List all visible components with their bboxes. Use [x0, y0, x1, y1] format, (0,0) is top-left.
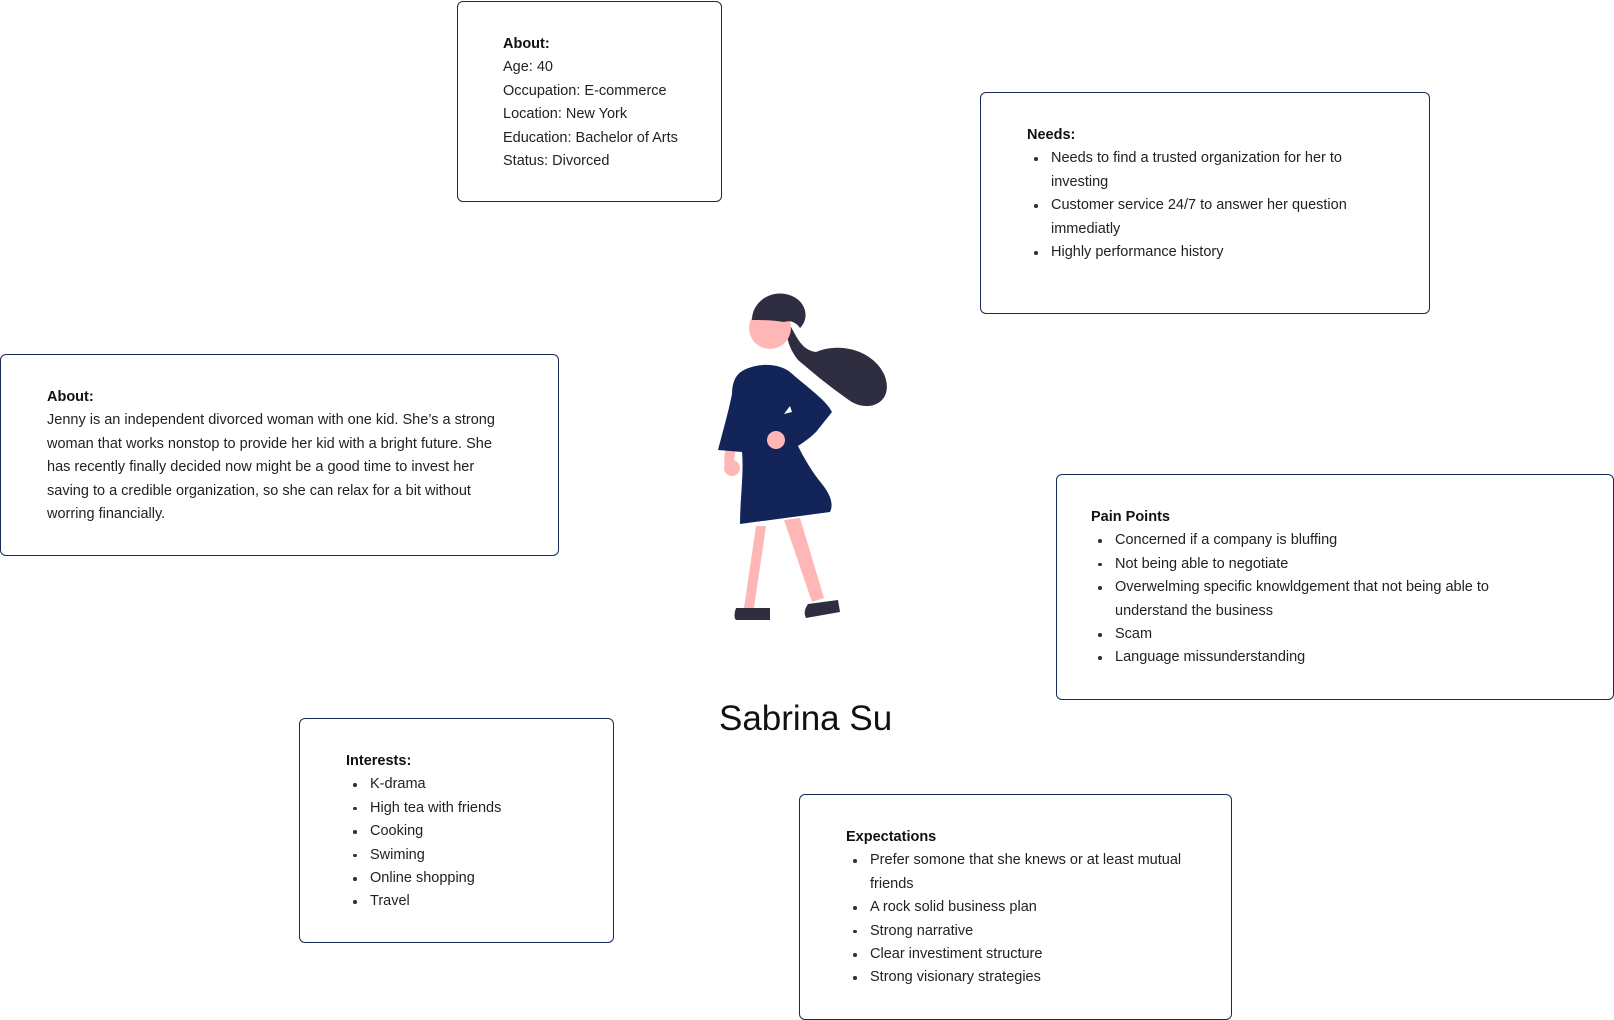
needs-card: Needs: Needs to find a trusted organizat…	[980, 92, 1430, 314]
interest-item: Swiming	[346, 844, 586, 867]
bio-card: About: Jenny is an independent divorced …	[0, 354, 559, 556]
pain-point-item: Concerned if a company is bluffing	[1091, 529, 1521, 552]
left-leg	[744, 526, 766, 608]
needs-item: Needs to find a trusted organization for…	[1027, 147, 1372, 194]
needs-list: Needs to find a trusted organization for…	[1027, 147, 1372, 264]
pain-points-card: Pain Points Concerned if a company is bl…	[1056, 474, 1614, 700]
about-details-content: About: Age: 40 Occupation: E-commerce Lo…	[503, 33, 718, 173]
expectation-item: Strong visionary strategies	[846, 966, 1196, 989]
location-line: Location: New York	[503, 106, 628, 123]
education-line: Education: Bachelor of Arts	[503, 129, 678, 146]
occupation-line: Occupation: E-commerce	[503, 82, 667, 99]
woman-standing-illustration	[718, 293, 887, 620]
about-details-title: About:	[503, 36, 550, 52]
right-leg	[784, 518, 824, 602]
expectations-content: Expectations Prefer somone that she knew…	[846, 826, 1196, 990]
expectations-card: Expectations Prefer somone that she knew…	[799, 794, 1232, 1020]
bio-content: About: Jenny is an independent divorced …	[47, 386, 517, 526]
interests-card: Interests: K-drama High tea with friends…	[299, 718, 614, 943]
left-shoe	[734, 608, 770, 620]
interests-list: K-drama High tea with friends Cooking Sw…	[346, 773, 586, 913]
hair-ponytail	[786, 322, 887, 407]
bio-text: Jenny is an independent divorced woman w…	[47, 412, 495, 523]
interest-item: High tea with friends	[346, 797, 586, 820]
arm-fold	[784, 406, 792, 414]
expectation-item: Strong narrative	[846, 920, 1196, 943]
age-line: Age: 40	[503, 59, 553, 76]
needs-item: Highly performance history	[1027, 241, 1372, 264]
expectation-item: A rock solid business plan	[846, 896, 1196, 919]
about-details-card: About: Age: 40 Occupation: E-commerce Lo…	[457, 1, 722, 202]
needs-title: Needs:	[1027, 127, 1076, 143]
pain-point-item: Overwelming specific knowldgement that n…	[1091, 576, 1521, 623]
right-shoe	[804, 600, 840, 618]
needs-item: Customer service 24/7 to answer her ques…	[1027, 194, 1372, 241]
expectation-item: Prefer somone that she knews or at least…	[846, 849, 1196, 896]
pain-point-item: Language missunderstanding	[1091, 646, 1521, 669]
persona-name: Sabrina Su	[719, 699, 893, 738]
interest-item: K-drama	[346, 773, 586, 796]
bio-title: About:	[47, 389, 94, 405]
interest-item: Travel	[346, 890, 586, 913]
pain-points-content: Pain Points Concerned if a company is bl…	[1091, 506, 1521, 670]
left-hand	[724, 460, 740, 476]
pain-points-title: Pain Points	[1091, 509, 1170, 525]
needs-content: Needs: Needs to find a trusted organizat…	[1027, 124, 1372, 264]
interests-title: Interests:	[346, 753, 412, 769]
right-hand	[767, 431, 785, 449]
hair-top	[752, 293, 806, 328]
expectation-item: Clear investiment structure	[846, 943, 1196, 966]
interest-item: Cooking	[346, 820, 586, 843]
interest-item: Online shopping	[346, 867, 586, 890]
pain-point-item: Not being able to negotiate	[1091, 553, 1521, 576]
status-line: Status: Divorced	[503, 153, 610, 170]
collar	[784, 358, 822, 386]
interests-content: Interests: K-drama High tea with friends…	[346, 750, 586, 914]
pain-point-item: Scam	[1091, 623, 1521, 646]
expectations-list: Prefer somone that she knews or at least…	[846, 849, 1196, 989]
pain-points-list: Concerned if a company is bluffing Not b…	[1091, 529, 1521, 669]
expectations-title: Expectations	[846, 829, 937, 845]
